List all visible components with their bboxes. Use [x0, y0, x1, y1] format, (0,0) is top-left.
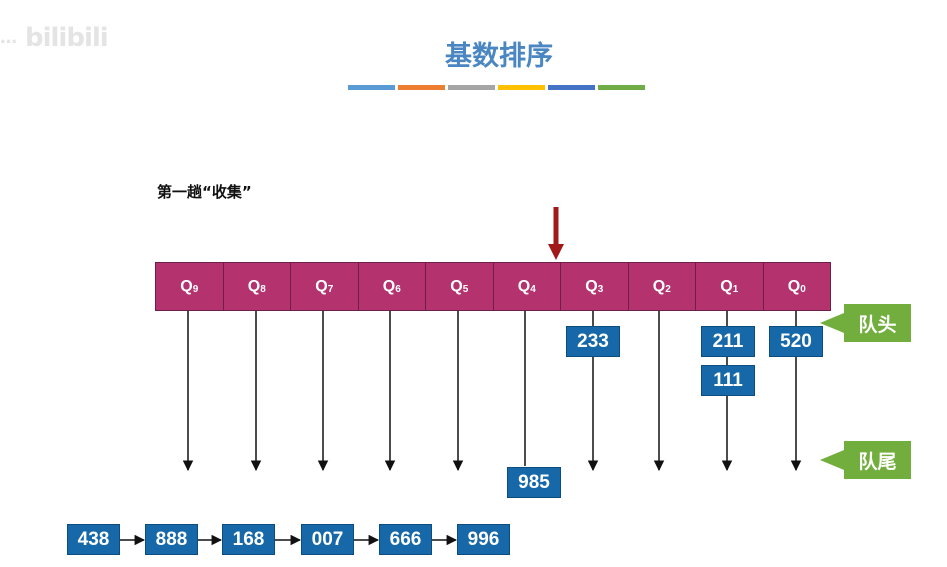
- color-bar-segment-0: [348, 85, 395, 90]
- collected-item-4: 666: [379, 524, 432, 555]
- collected-item-2: 168: [222, 524, 275, 555]
- head-tag-pointer: [820, 313, 844, 333]
- step-subtitle: 第一趟“收集”: [157, 183, 252, 201]
- queue-letter: Q: [517, 277, 531, 295]
- queue-item-q0-0: 520: [769, 326, 823, 357]
- queue-letter: Q: [787, 277, 801, 295]
- queue-letter: Q: [450, 277, 463, 295]
- queue-tail-item-q4: 985: [507, 467, 561, 498]
- queue-index: 3: [597, 284, 604, 295]
- bilibili-logo: bilibili: [25, 23, 109, 53]
- queue-tail-label: 队尾: [844, 441, 911, 479]
- color-bar-segment-4: [548, 85, 595, 90]
- queue-letter: Q: [180, 277, 193, 295]
- queue-head-label: 队头: [844, 304, 911, 342]
- queue-index: 7: [327, 284, 334, 295]
- queue-index: 8: [260, 284, 266, 295]
- queue-item-q1-1: 111: [701, 365, 755, 396]
- collected-item-5: 996: [457, 524, 510, 555]
- title-color-bar: [348, 85, 645, 90]
- queue-index: 6: [395, 284, 401, 295]
- queue-letter: Q: [315, 277, 328, 295]
- queue-index: 2: [665, 284, 671, 295]
- color-bar-segment-1: [398, 85, 445, 90]
- color-bar-segment-2: [448, 85, 495, 90]
- watermark-text: …: [0, 28, 17, 48]
- collected-item-1: 888: [145, 524, 198, 555]
- queue-index: 4: [530, 284, 536, 295]
- collected-item-3: 007: [301, 524, 354, 555]
- collected-item-0: 438: [67, 524, 120, 555]
- queue-letter: Q: [652, 277, 666, 295]
- queue-index: 0: [800, 284, 806, 295]
- queue-letter: Q: [720, 277, 733, 295]
- tail-tag-pointer: [820, 450, 844, 470]
- color-bar-segment-5: [598, 85, 645, 90]
- queue-index: 1: [732, 284, 739, 295]
- queue-item-q1-0: 211: [701, 326, 755, 357]
- queue-index: 5: [462, 284, 469, 295]
- queue-letter: Q: [382, 277, 396, 295]
- queue-letter: Q: [247, 277, 261, 295]
- queue-letter: Q: [585, 277, 598, 295]
- queue-index: 9: [192, 284, 199, 295]
- color-bar-segment-3: [498, 85, 545, 90]
- queue-item-q3-0: 233: [566, 326, 620, 357]
- page-title: 基数排序: [445, 41, 553, 72]
- watermark: … bilibili: [0, 18, 160, 58]
